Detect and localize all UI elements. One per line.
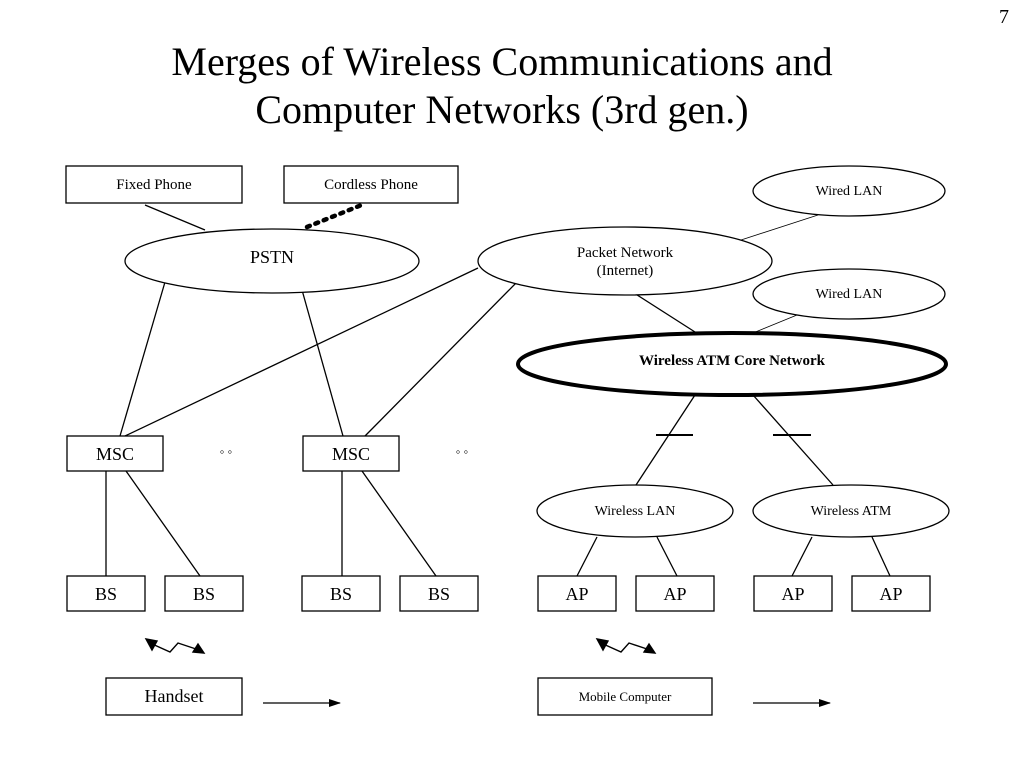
bs-1-label: BS [95,584,117,604]
connection-lines [105,201,891,577]
wireless-link-icon [144,638,206,654]
wireless-atm-core-node: Wireless ATM Core Network [516,331,948,397]
link-wireless-atm-ap-3 [791,536,813,577]
bs-3-label: BS [330,584,352,604]
msc-2-node: MSC [302,435,400,472]
link-packet-msc-1 [124,267,479,437]
wired-lan-2-node: Wired LAN [752,268,946,320]
cordless-phone-label: Cordless Phone [324,177,418,193]
slide-title: Merges of Wireless Communications and Co… [0,38,1004,134]
bs-2-node: BS [164,575,244,612]
packet-network-label: Packet Network [577,245,674,261]
link-atm-core-wired-lan-2 [752,314,798,334]
link-fixed-phone-pstn [144,204,206,231]
ap-2-node: AP [635,575,715,612]
wireless-atm-node: Wireless ATM [752,484,950,538]
msc-1-label: MSC [96,444,134,464]
ap-4-node: AP [851,575,931,612]
link-pstn-msc-1 [119,281,166,437]
packet-network-node: Packet Network (Internet) [477,226,773,296]
page-number: 7 [999,6,1009,28]
mobile-computer-label: Mobile Computer [579,689,672,704]
link-packet-wired-lan-1 [740,214,819,241]
bs-3-node: BS [301,575,381,612]
fixed-phone-node: Fixed Phone [65,165,243,204]
packet-network-sublabel: (Internet) [597,263,654,279]
link-msc-2-bs-4 [361,470,437,577]
ap-4-label: AP [879,584,902,604]
link-atm-core-wireless-atm [752,394,834,486]
link-pstn-msc-2 [301,289,344,437]
link-atm-core-wireless-lan [635,394,696,486]
bs-1-node: BS [66,575,146,612]
link-cordless-phone-pstn [304,201,367,230]
ap-2-label: AP [663,584,686,604]
bs-4-label: BS [428,584,450,604]
link-wireless-lan-ap-1 [576,536,598,577]
msc-1-node: MSC [66,435,164,472]
link-msc-1-bs-2 [125,470,201,577]
ellipsis-dots-2: ◦ ◦ [456,444,468,459]
pstn-node: PSTN [124,228,420,294]
ellipsis-dots-1: ◦ ◦ [220,444,232,459]
wired-lan-1-node: Wired LAN [752,165,946,217]
slide-title-line-2: Computer Networks (3rd gen.) [255,87,749,132]
slide-title-line-1: Merges of Wireless Communications and [171,39,833,84]
handset-node: Handset [105,677,243,716]
wireless-link-icon [595,638,657,654]
link-wireless-lan-ap-2 [656,536,678,577]
wireless-lan-label: Wireless LAN [595,504,676,519]
cordless-phone-node: Cordless Phone [283,165,459,204]
msc-2-label: MSC [332,444,370,464]
wired-lan-1-label: Wired LAN [816,184,883,199]
fixed-phone-label: Fixed Phone [116,177,192,193]
wired-lan-2-label: Wired LAN [816,287,883,302]
link-packet-msc-2 [364,281,518,437]
ap-3-label: AP [781,584,804,604]
ap-1-label: AP [565,584,588,604]
pstn-label: PSTN [250,247,294,267]
ap-1-node: AP [537,575,617,612]
link-packet-atm-core [633,292,696,333]
handset-label: Handset [145,686,204,706]
ap-3-node: AP [753,575,833,612]
wireless-atm-core-label: Wireless ATM Core Network [639,353,826,369]
mobile-computer-node: Mobile Computer [537,677,713,716]
wireless-atm-label: Wireless ATM [811,504,892,519]
bs-2-label: BS [193,584,215,604]
bs-4-node: BS [399,575,479,612]
wireless-lan-node: Wireless LAN [536,484,734,538]
link-wireless-atm-ap-4 [871,536,891,577]
